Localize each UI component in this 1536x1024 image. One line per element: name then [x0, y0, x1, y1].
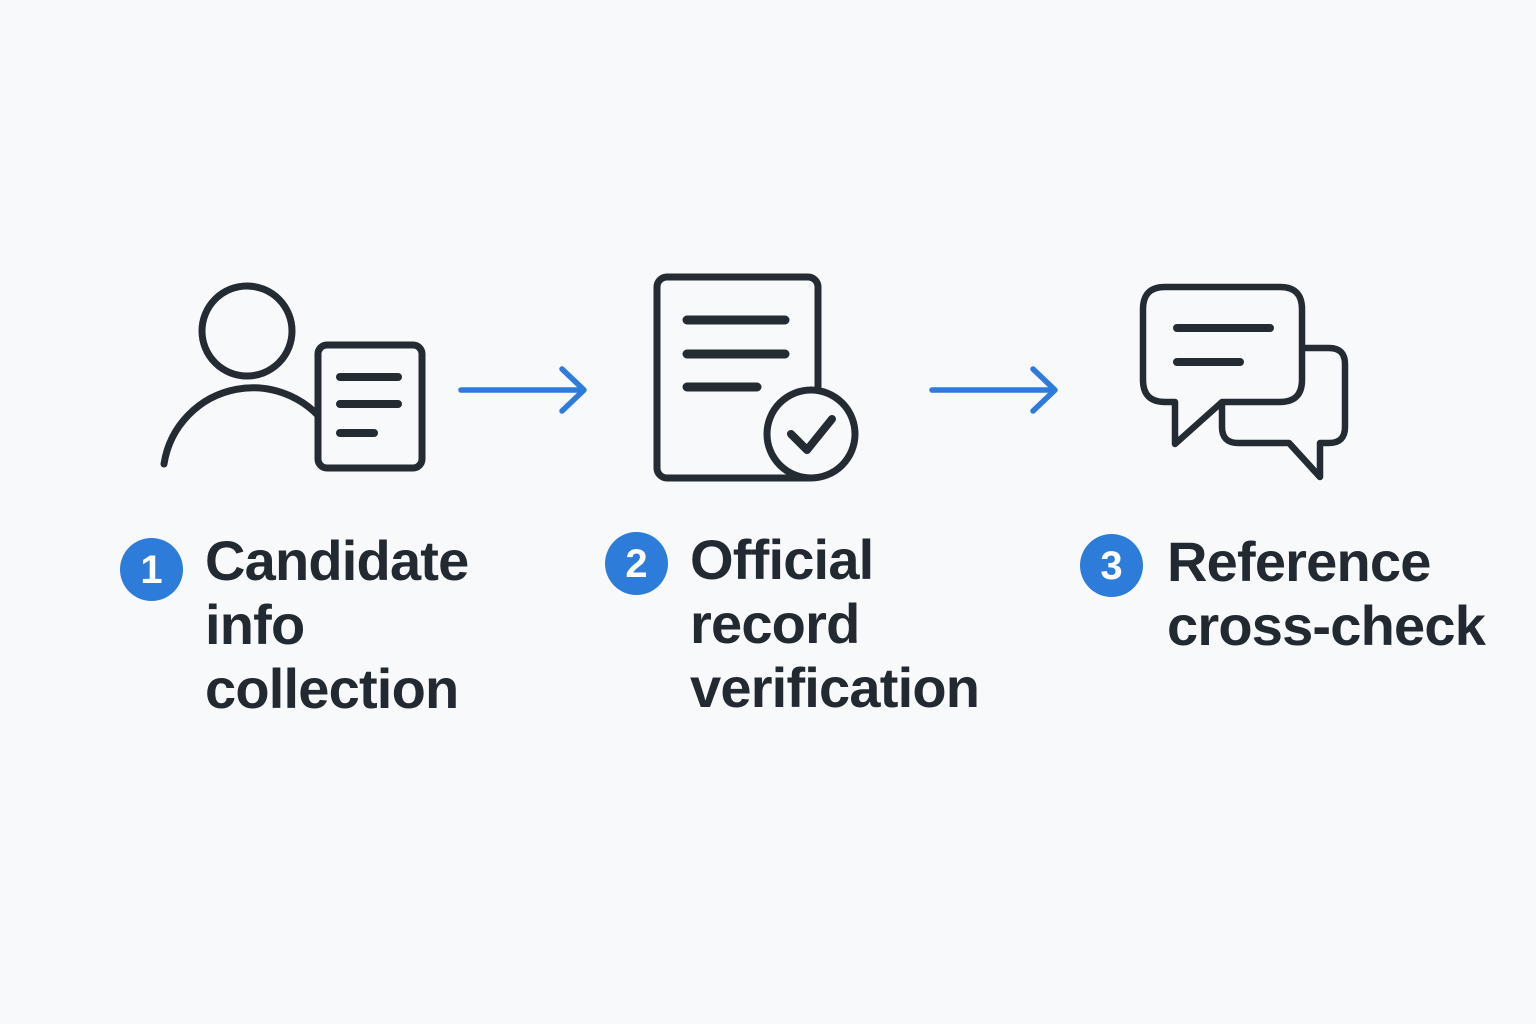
chat-bubbles-icon [1139, 283, 1349, 481]
document-check-icon [653, 273, 859, 482]
person-head [198, 282, 296, 380]
document-page [653, 273, 822, 482]
check-circle [763, 386, 859, 482]
step-number-badge: 3 [1080, 534, 1143, 597]
step-label: Candidate info collection [205, 529, 469, 720]
step-label: Official record verification [690, 528, 980, 719]
step-number-badge: 1 [120, 538, 183, 601]
document-text-lines [682, 315, 790, 392]
step-number-badge: 2 [605, 532, 668, 595]
person-document-icon [160, 282, 426, 472]
step-label: Reference cross-check [1167, 530, 1486, 657]
document-card-lines [336, 373, 402, 437]
chat-text-lines [1173, 324, 1274, 366]
arrow-right-icon [458, 366, 587, 414]
person-shoulders [160, 384, 335, 468]
arrow-head [1030, 366, 1058, 414]
arrow-head [559, 366, 587, 414]
check-mark [787, 415, 836, 454]
arrow-right-icon [929, 366, 1058, 414]
